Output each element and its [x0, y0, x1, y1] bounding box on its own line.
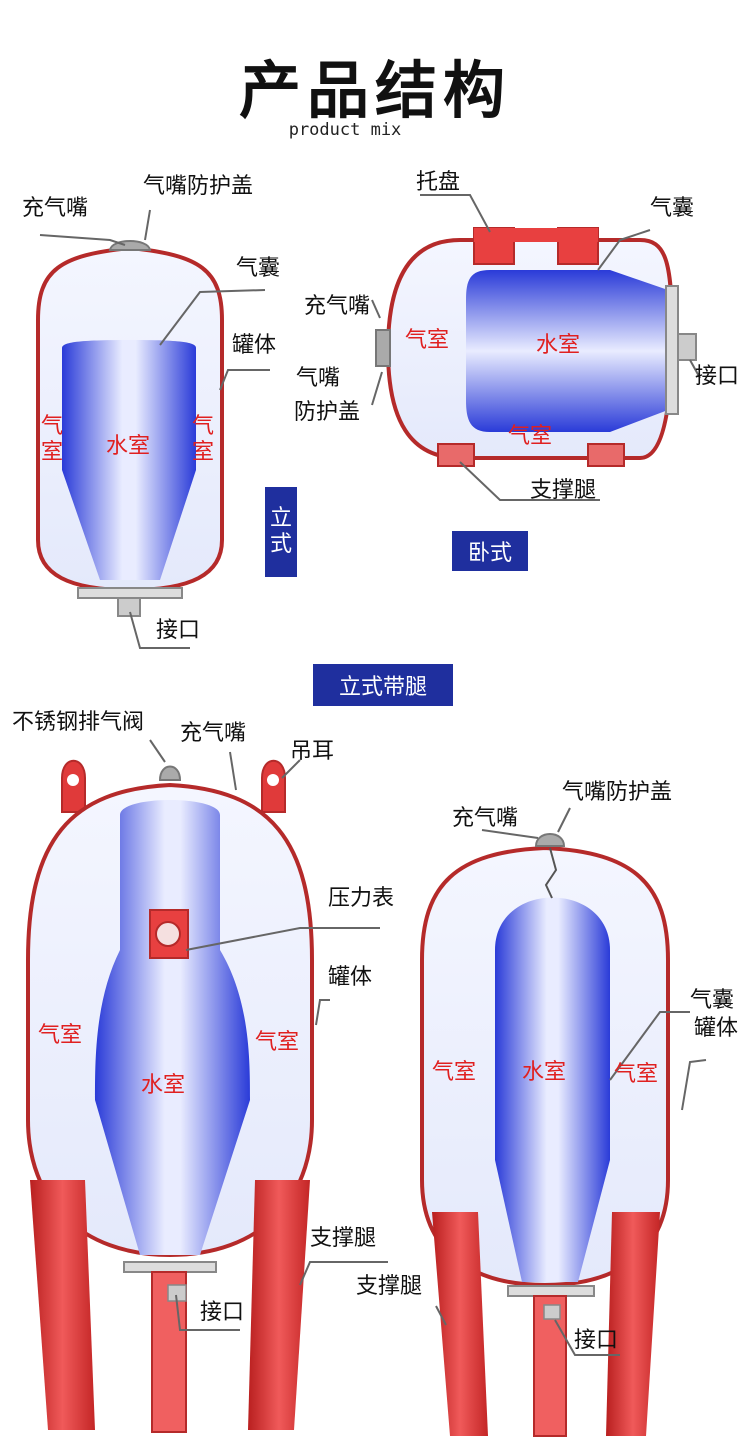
label-air-chamber-right: 气室 — [191, 414, 214, 466]
label-air-chamber-l1: 气室 — [38, 1023, 83, 1048]
label-nozzle-cover-r: 气嘴防护盖 — [562, 780, 673, 805]
label-tray: 托盘 — [416, 170, 461, 195]
page-title: 产品结构 — [238, 54, 511, 127]
legged-tank-right — [420, 807, 707, 1437]
label-air-chamber-left: 气室 — [40, 414, 63, 466]
label-bladder-h: 气囊 — [650, 196, 695, 221]
label-inflation-nozzle: 充气嘴 — [22, 196, 89, 221]
label-nozzle-cover-h-2: 防护盖 — [294, 400, 361, 425]
label-support-leg-r: 支撑腿 — [356, 1274, 423, 1299]
label-vent-valve: 不锈钢排气阀 — [12, 710, 145, 735]
label-nozzle-cover-h-1: 气嘴 — [296, 366, 341, 391]
label-nozzle-cover: 气嘴防护盖 — [143, 174, 254, 199]
label-air-chamber-r2: 气室 — [614, 1062, 659, 1087]
page-subtitle: product mix — [288, 120, 402, 140]
legged-tank-left — [26, 739, 388, 1433]
label-outlet: 接口 — [156, 618, 201, 643]
badge-legged: 立式带腿 — [313, 664, 453, 706]
badge-vertical: 立式 — [265, 487, 297, 577]
label-bladder: 气囊 — [236, 256, 281, 281]
label-outlet-l: 接口 — [200, 1300, 245, 1325]
label-inflation-nozzle-h: 充气嘴 — [304, 294, 371, 319]
label-tank-body: 罐体 — [232, 333, 277, 358]
label-bladder-r: 气囊 — [690, 988, 735, 1013]
label-tank-body-l: 罐体 — [328, 965, 373, 990]
label-lifting-lug: 吊耳 — [290, 739, 335, 764]
label-support-leg-h: 支撑腿 — [530, 478, 597, 503]
label-outlet-h: 接口 — [695, 364, 740, 389]
label-air-chamber-r1: 气室 — [432, 1060, 477, 1085]
label-inflation-nozzle-l: 充气嘴 — [180, 721, 247, 746]
label-support-leg-l: 支撑腿 — [310, 1226, 377, 1251]
label-water-chamber-l: 水室 — [141, 1073, 186, 1098]
horizontal-tank — [371, 194, 701, 501]
label-outlet-r: 接口 — [574, 1328, 619, 1353]
label-air-chamber-h1: 气室 — [405, 328, 450, 353]
label-tank-body-r: 罐体 — [694, 1016, 739, 1041]
vertical-tank — [36, 209, 270, 649]
label-water-chamber-h: 水室 — [536, 333, 581, 358]
label-inflation-nozzle-r: 充气嘴 — [452, 806, 519, 831]
label-air-chamber-h2: 气室 — [508, 424, 553, 449]
label-pressure-gauge: 压力表 — [328, 886, 395, 911]
label-water-chamber: 水室 — [106, 434, 151, 459]
badge-horizontal: 卧式 — [452, 531, 528, 571]
label-air-chamber-l2: 气室 — [255, 1030, 300, 1055]
label-water-chamber-r: 水室 — [522, 1060, 567, 1085]
